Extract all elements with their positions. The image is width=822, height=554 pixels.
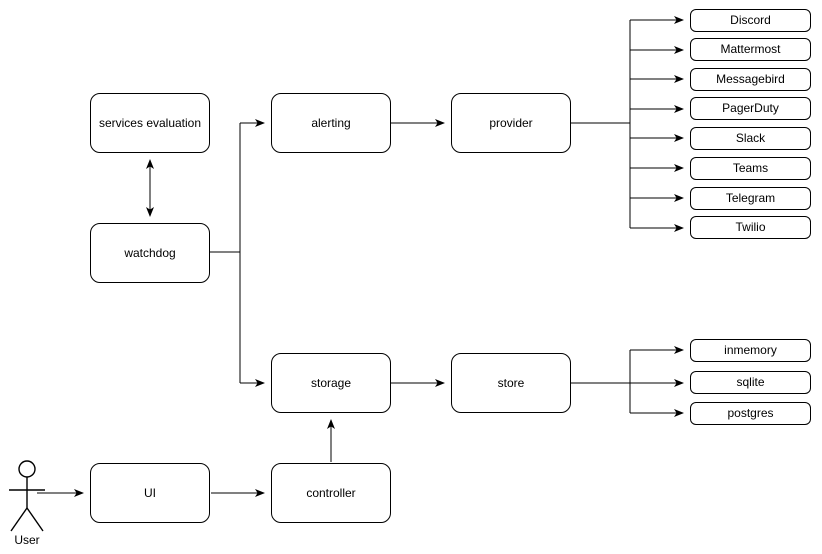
user-actor-label: User <box>14 533 40 547</box>
node-provider-twilio[interactable]: Twilio <box>690 216 811 239</box>
node-provider-pagerduty[interactable]: PagerDuty <box>690 97 811 120</box>
node-provider-telegram[interactable]: Telegram <box>690 187 811 210</box>
node-store[interactable]: store <box>451 353 571 413</box>
node-provider-slack[interactable]: Slack <box>690 127 811 150</box>
node-provider-discord[interactable]: Discord <box>690 9 811 32</box>
node-store-sqlite[interactable]: sqlite <box>690 371 811 394</box>
edge-store-fanout <box>571 346 684 417</box>
node-controller[interactable]: controller <box>271 463 391 523</box>
node-provider[interactable]: provider <box>451 93 571 153</box>
node-store-inmemory[interactable]: inmemory <box>690 339 811 362</box>
node-watchdog[interactable]: watchdog <box>90 223 210 283</box>
edge-watchdog-branch <box>210 119 265 387</box>
node-services-evaluation[interactable]: services evaluation <box>90 93 210 153</box>
node-provider-teams[interactable]: Teams <box>690 157 811 180</box>
stick-figure-icon <box>9 460 45 532</box>
node-ui[interactable]: UI <box>90 463 210 523</box>
node-alerting[interactable]: alerting <box>271 93 391 153</box>
edge-provider-fanout <box>571 16 684 232</box>
node-storage[interactable]: storage <box>271 353 391 413</box>
node-provider-messagebird[interactable]: Messagebird <box>690 68 811 91</box>
node-provider-mattermost[interactable]: Mattermost <box>690 38 811 61</box>
node-store-postgres[interactable]: postgres <box>690 402 811 425</box>
